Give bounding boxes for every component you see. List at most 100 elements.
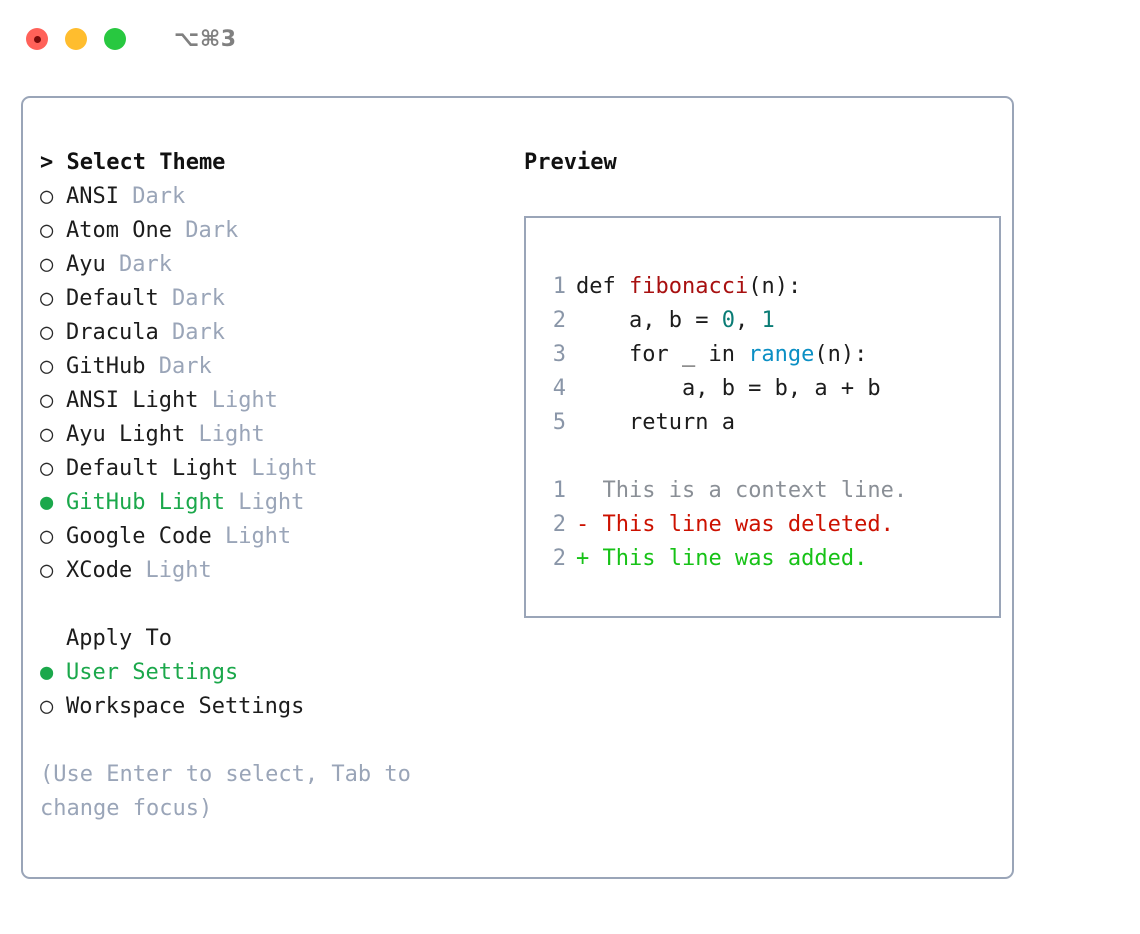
code-line: 5 return a	[544, 406, 999, 440]
theme-option-tag: Dark	[158, 286, 225, 311]
theme-option-label: Ayu Light	[66, 422, 186, 447]
theme-picker-header: > Select Theme	[40, 150, 226, 175]
preview-title: Preview	[524, 150, 617, 175]
theme-option-tag: Dark	[158, 320, 225, 345]
theme-option-tag: Light	[185, 422, 265, 447]
code-token-func: fibonacci	[628, 274, 749, 299]
code-token-plain: (n):	[748, 274, 802, 299]
theme-option-tag: Dark	[105, 252, 172, 277]
theme-option-ayu[interactable]: ○Ayu Dark	[40, 248, 503, 282]
theme-option-default[interactable]: ○ Default Dark	[40, 282, 503, 316]
diff-line-deleted: 2- This line was deleted.	[544, 508, 999, 542]
theme-option-github[interactable]: ○ GitHub Dark	[40, 350, 503, 384]
window-shortcut-label: ⌥⌘3	[174, 26, 237, 52]
radio-unselected-icon: ○	[40, 286, 54, 311]
theme-option-ansi[interactable]: ○ ANSI Dark	[40, 180, 503, 214]
theme-list: ○ANSI Dark○Atom One Dark○Ayu Dark○Defaul…	[40, 180, 503, 588]
code-diff-separator	[544, 440, 999, 474]
theme-option-label: GitHub	[66, 354, 146, 379]
code-line: 2 a, b = 0, 1	[544, 304, 999, 338]
diff-line-added: 2+ This line was added.	[544, 542, 999, 576]
theme-option-ayu-light[interactable]: ○ Ayu Light Light	[40, 418, 503, 452]
traffic-lights	[26, 28, 126, 50]
diff-sign: -	[576, 512, 590, 537]
theme-option-label: Google Code	[66, 524, 212, 549]
theme-option-tag: Dark	[145, 354, 212, 379]
code-token-plain: def	[576, 274, 629, 299]
theme-option-tag: Light	[211, 524, 292, 549]
radio-unselected-icon: ○	[40, 388, 54, 413]
theme-option-label: ANSI Light	[66, 388, 199, 413]
theme-option-label: GitHub Light	[66, 490, 225, 515]
code-token-plain: a, b = b, a + b	[576, 376, 881, 401]
code-token-num: 0	[721, 308, 735, 333]
theme-option-default-light[interactable]: ○ Default Light Light	[40, 452, 503, 486]
hint-line-2: change focus)	[40, 796, 213, 821]
radio-unselected-icon: ○	[40, 456, 54, 481]
theme-option-xcode[interactable]: ○XCode Light	[40, 554, 503, 588]
zoom-window-button[interactable]	[104, 28, 126, 50]
theme-option-dracula[interactable]: ○Dracula Dark	[40, 316, 503, 350]
radio-unselected-icon: ○	[40, 184, 54, 209]
code-line-number: 1	[552, 274, 566, 299]
diff-line-number: 2	[552, 546, 566, 571]
theme-option-tag: Light	[238, 456, 318, 481]
hint-spacer	[40, 724, 503, 758]
hint-line-1: (Use Enter to select, Tab to	[40, 762, 411, 787]
theme-option-ansi-light[interactable]: ○ ANSI Light Light	[40, 384, 503, 418]
diff-block: 1 This is a context line.2- This line wa…	[544, 474, 999, 576]
apply-to-header: Apply To	[66, 626, 172, 651]
theme-option-tag: Light	[198, 388, 278, 413]
code-line-number: 5	[552, 410, 566, 435]
theme-option-atom-one[interactable]: ○ Atom One Dark	[40, 214, 503, 248]
apply-to-option-workspace-settings[interactable]: ○Workspace Settings	[40, 690, 503, 724]
diff-line-number: 2	[552, 512, 566, 537]
theme-option-google-code[interactable]: ○ Google Code Light	[40, 520, 503, 554]
radio-unselected-icon: ○	[40, 694, 54, 719]
theme-picker-column: > Select Theme ○ANSI Dark○Atom One Dark○…	[23, 146, 503, 826]
radio-unselected-icon: ○	[40, 422, 54, 447]
diff-sign	[576, 478, 589, 503]
theme-option-label: Dracula	[66, 320, 159, 345]
theme-option-tag: Light	[132, 558, 212, 583]
code-token-plain: a, b =	[576, 308, 722, 333]
diff-text: This is a context line.	[589, 478, 908, 503]
apply-to-option-user-settings[interactable]: ● User Settings	[40, 656, 503, 690]
diff-line-number: 1	[552, 478, 566, 503]
apply-to-list: ● User Settings ○Workspace Settings	[40, 656, 503, 724]
radio-selected-icon: ●	[40, 490, 54, 515]
theme-option-label: ANSI	[66, 184, 119, 209]
main-panel: > Select Theme ○ANSI Dark○Atom One Dark○…	[21, 96, 1014, 879]
theme-option-github-light[interactable]: ● GitHub Light Light	[40, 486, 503, 520]
code-token-plain: for _ in	[576, 342, 749, 367]
theme-option-label: Default	[66, 286, 159, 311]
close-window-button[interactable]	[26, 28, 48, 50]
code-token-plain: return a	[576, 410, 735, 435]
titlebar: ⌥⌘3	[0, 0, 1140, 78]
theme-option-tag: Light	[224, 490, 305, 515]
list-spacer	[40, 588, 503, 622]
code-line: 3 for _ in range(n):	[544, 338, 999, 372]
apply-to-option-label: User Settings	[66, 660, 239, 685]
minimize-window-button[interactable]	[65, 28, 87, 50]
radio-selected-icon: ●	[40, 660, 54, 685]
radio-unselected-icon: ○	[40, 524, 54, 549]
diff-text: This line was deleted.	[589, 512, 894, 537]
code-line: 1 def fibonacci(n):	[544, 270, 999, 304]
diff-line-context: 1 This is a context line.	[544, 474, 999, 508]
radio-unselected-icon: ○	[40, 558, 54, 583]
radio-unselected-icon: ○	[40, 218, 54, 243]
theme-option-label: Default Light	[66, 456, 239, 481]
radio-unselected-icon: ○	[40, 354, 54, 379]
theme-option-tag: Dark	[118, 184, 186, 209]
code-token-call: range	[748, 342, 815, 367]
theme-option-label: Atom One	[66, 218, 172, 243]
theme-option-tag: Dark	[171, 218, 239, 243]
theme-option-label: Ayu	[66, 252, 106, 277]
code-line: 4 a, b = b, a + b	[544, 372, 999, 406]
code-line-number: 2	[552, 308, 566, 333]
